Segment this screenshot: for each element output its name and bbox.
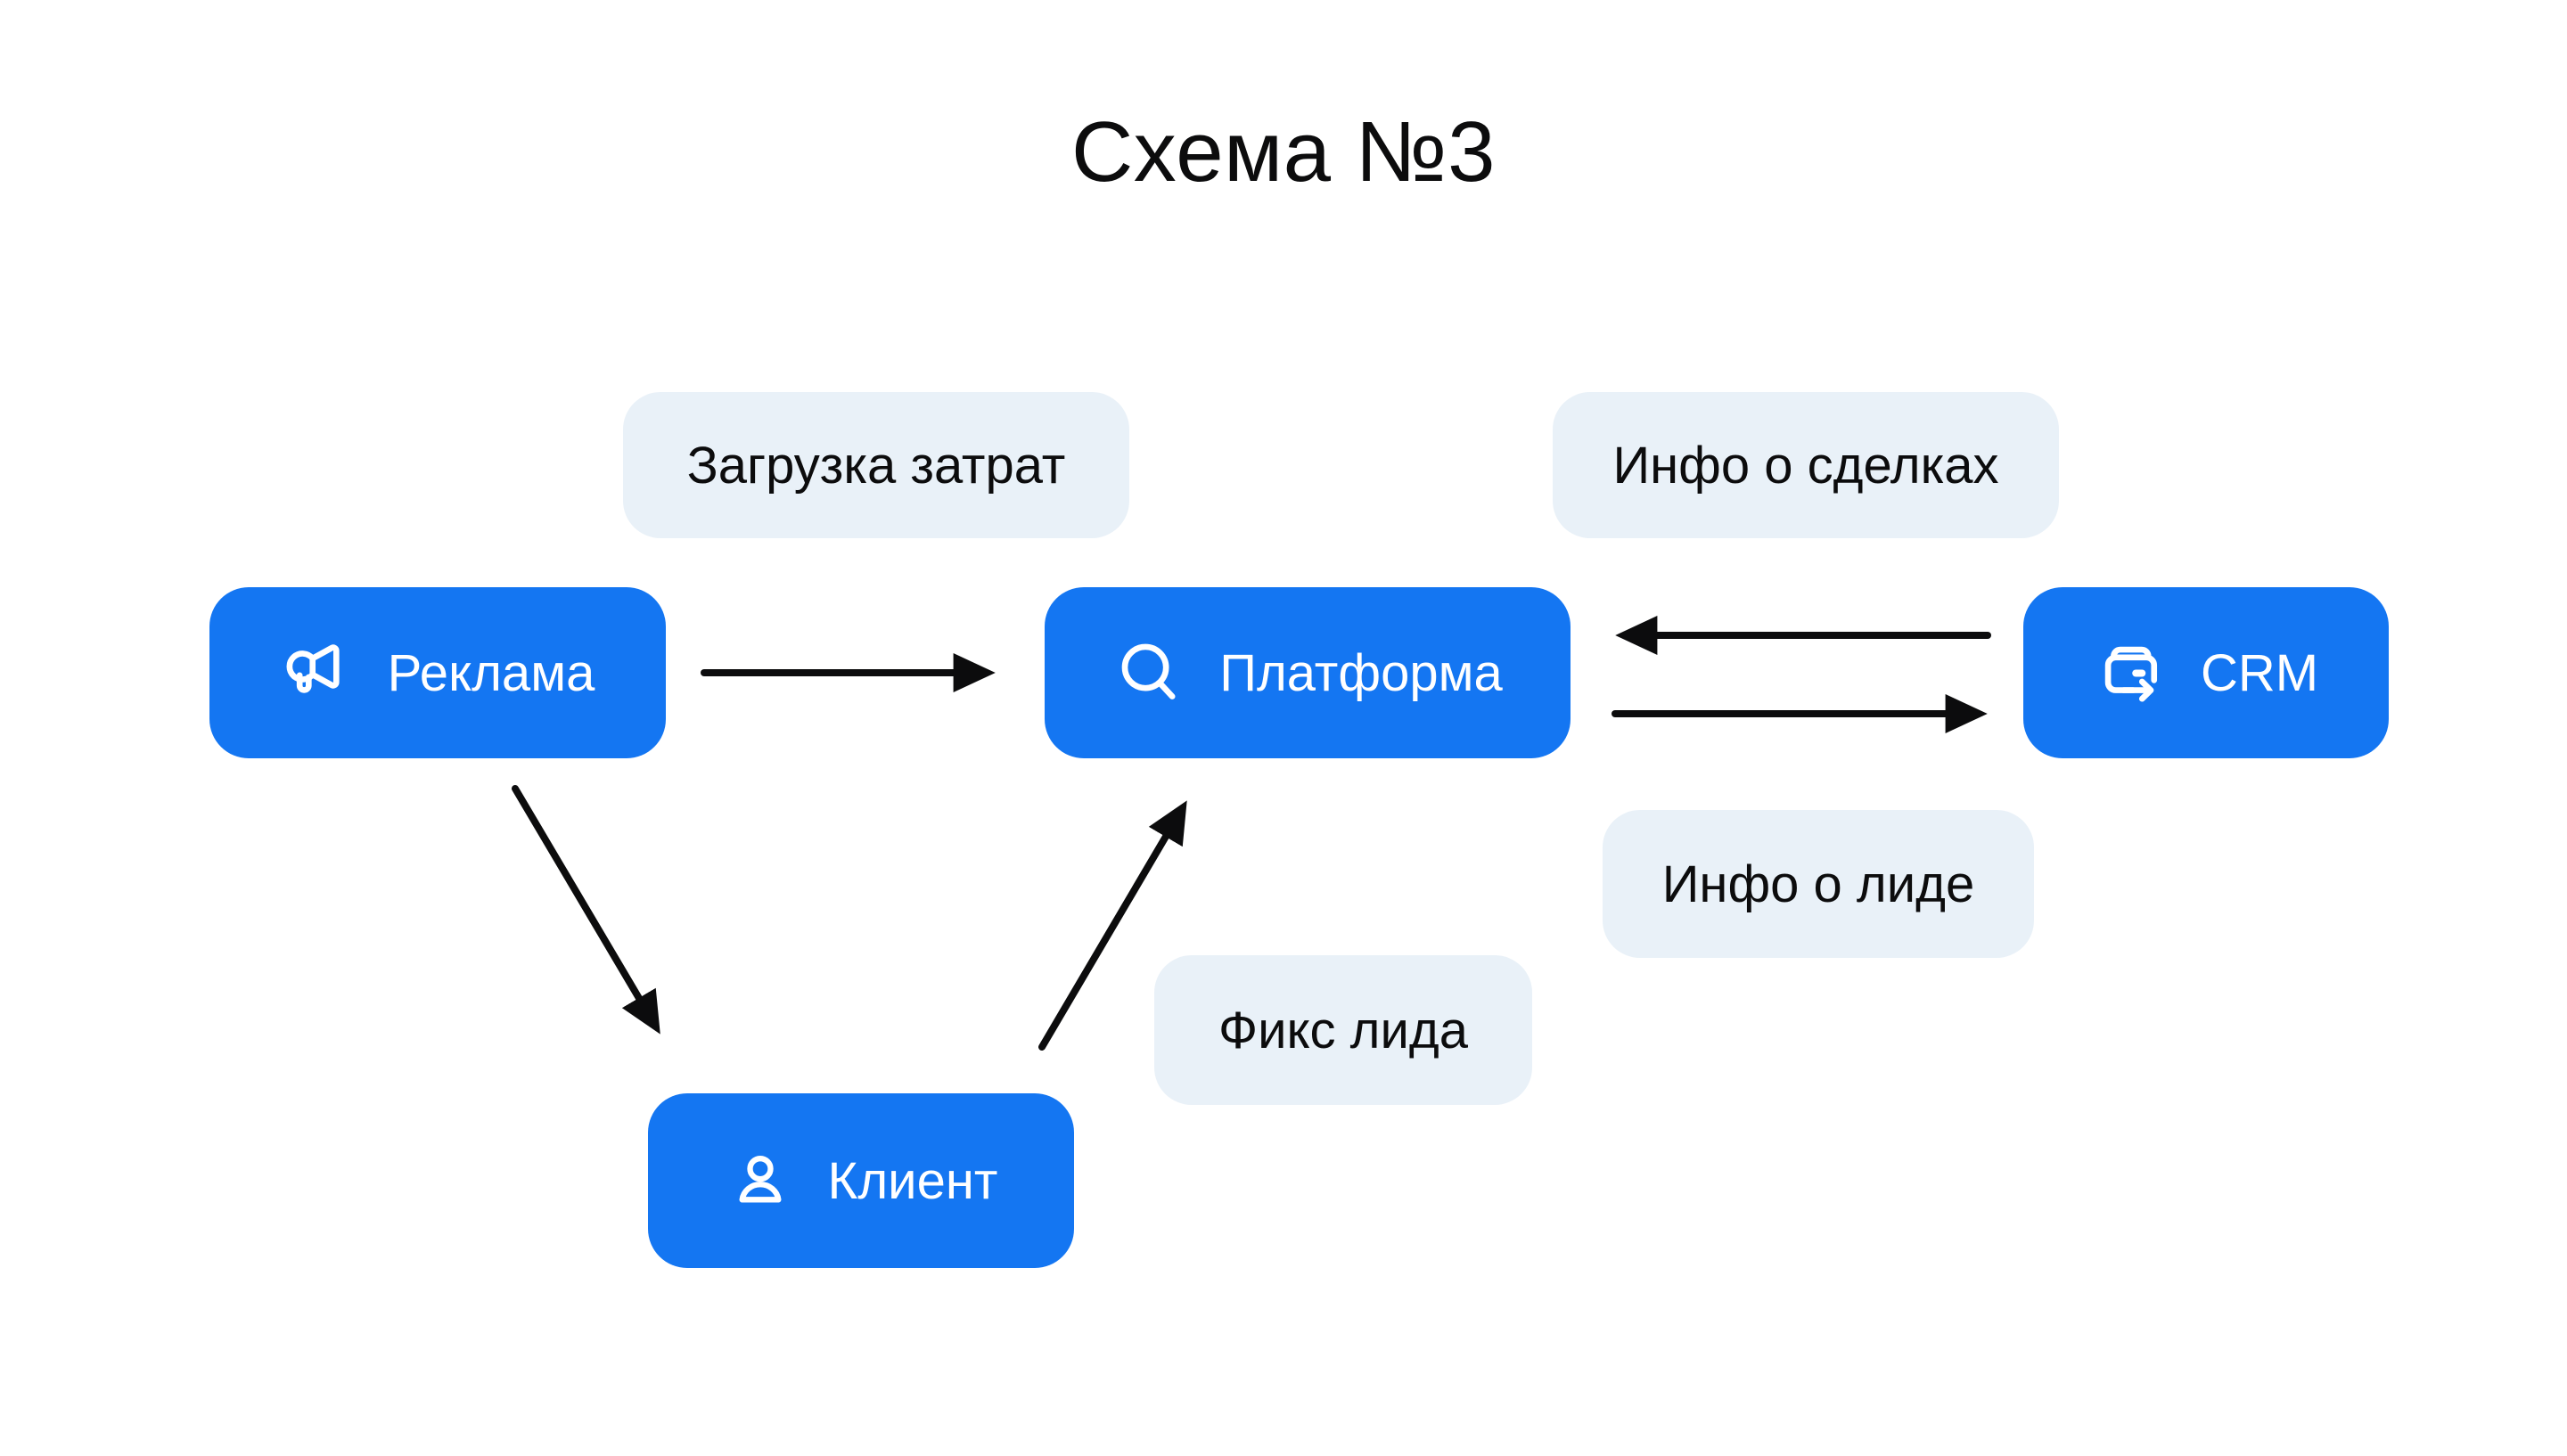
label-fiks-lida: Фикс лида: [1154, 955, 1532, 1105]
node-label: CRM: [2200, 643, 2319, 702]
megaphone-icon: [281, 635, 356, 710]
edge-klient-to-platforma: [1038, 800, 1187, 1051]
edge-reklama-to-klient: [512, 785, 660, 1035]
node-platforma: Платформа: [1045, 587, 1571, 758]
label-text: Инфо о лиде: [1661, 855, 1975, 913]
node-crm: CRM: [2023, 587, 2389, 758]
node-label: Платформа: [1219, 643, 1503, 702]
wallet-arrow-icon: [2094, 635, 2169, 710]
person-icon: [725, 1145, 796, 1216]
label-text: Загрузка затрат: [686, 436, 1066, 495]
label-info-o-sdelkah: Инфо о сделках: [1553, 392, 2059, 538]
node-label: Клиент: [827, 1151, 998, 1210]
node-label: Реклама: [387, 643, 595, 702]
search-icon: [1112, 635, 1187, 710]
label-zagruzka-zatrat: Загрузка затрат: [623, 392, 1129, 538]
diagram-title: Схема №3: [1070, 104, 1497, 200]
node-reklama: Реклама: [209, 587, 666, 758]
label-text: Фикс лида: [1218, 1001, 1468, 1059]
label-info-o-lide: Инфо о лиде: [1603, 810, 2034, 958]
node-klient: Клиент: [648, 1093, 1074, 1268]
label-text: Инфо о сделках: [1612, 436, 1999, 495]
